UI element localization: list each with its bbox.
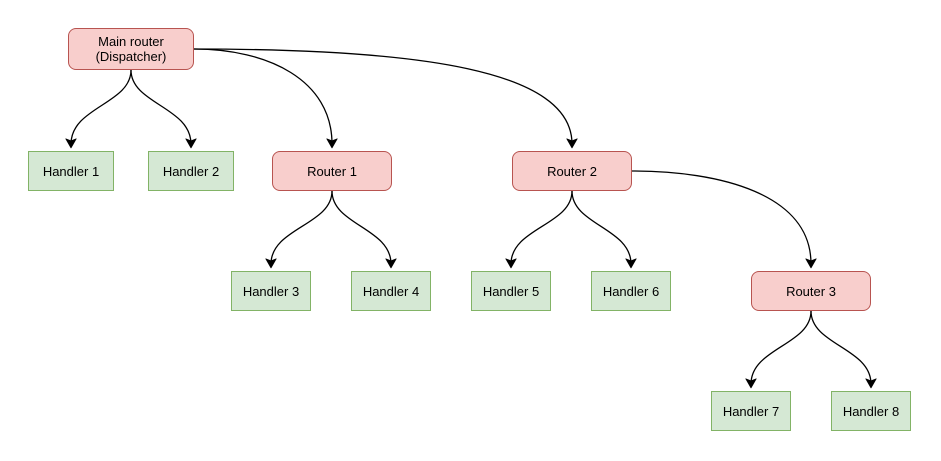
node-main-router[interactable]: Main router (Dispatcher) bbox=[68, 28, 194, 70]
edge-main-router-to-handler-1 bbox=[65, 69, 132, 149]
edge-main-router-to-router-2 bbox=[193, 48, 578, 149]
edge-router-1-to-handler-3 bbox=[265, 190, 333, 269]
node-label-main-router: Main router (Dispatcher) bbox=[95, 34, 167, 64]
node-label-handler-7: Handler 7 bbox=[722, 403, 780, 419]
node-label-router-2: Router 2 bbox=[547, 163, 597, 179]
node-label-router-3: Router 3 bbox=[786, 283, 836, 299]
node-handler-3[interactable]: Handler 3 bbox=[231, 271, 311, 311]
node-label-handler-4: Handler 4 bbox=[362, 283, 420, 299]
edge-router-2-to-router-3 bbox=[631, 170, 817, 269]
edge-router-1-to-handler-4 bbox=[331, 190, 397, 269]
edges-group bbox=[65, 48, 877, 389]
node-label-router-1: Router 1 bbox=[307, 163, 357, 179]
edge-router-2-to-handler-5 bbox=[505, 190, 573, 269]
node-router-1[interactable]: Router 1 bbox=[272, 151, 392, 191]
node-label-handler-8: Handler 8 bbox=[842, 403, 900, 419]
node-label-handler-1: Handler 1 bbox=[42, 163, 100, 179]
node-label-handler-2: Handler 2 bbox=[162, 163, 220, 179]
node-label-handler-5: Handler 5 bbox=[482, 283, 540, 299]
node-handler-5[interactable]: Handler 5 bbox=[471, 271, 551, 311]
node-handler-6[interactable]: Handler 6 bbox=[591, 271, 671, 311]
edge-router-3-to-handler-7 bbox=[745, 310, 812, 389]
node-handler-2[interactable]: Handler 2 bbox=[148, 151, 234, 191]
node-label-handler-6: Handler 6 bbox=[602, 283, 660, 299]
node-label-handler-3: Handler 3 bbox=[242, 283, 300, 299]
edge-main-router-to-router-1 bbox=[193, 48, 338, 149]
node-handler-1[interactable]: Handler 1 bbox=[28, 151, 114, 191]
node-router-3[interactable]: Router 3 bbox=[751, 271, 871, 311]
edge-main-router-to-handler-2 bbox=[130, 69, 197, 149]
node-router-2[interactable]: Router 2 bbox=[512, 151, 632, 191]
edge-router-3-to-handler-8 bbox=[810, 310, 877, 389]
node-handler-4[interactable]: Handler 4 bbox=[351, 271, 431, 311]
node-handler-8[interactable]: Handler 8 bbox=[831, 391, 911, 431]
edge-router-2-to-handler-6 bbox=[571, 190, 637, 269]
node-handler-7[interactable]: Handler 7 bbox=[711, 391, 791, 431]
